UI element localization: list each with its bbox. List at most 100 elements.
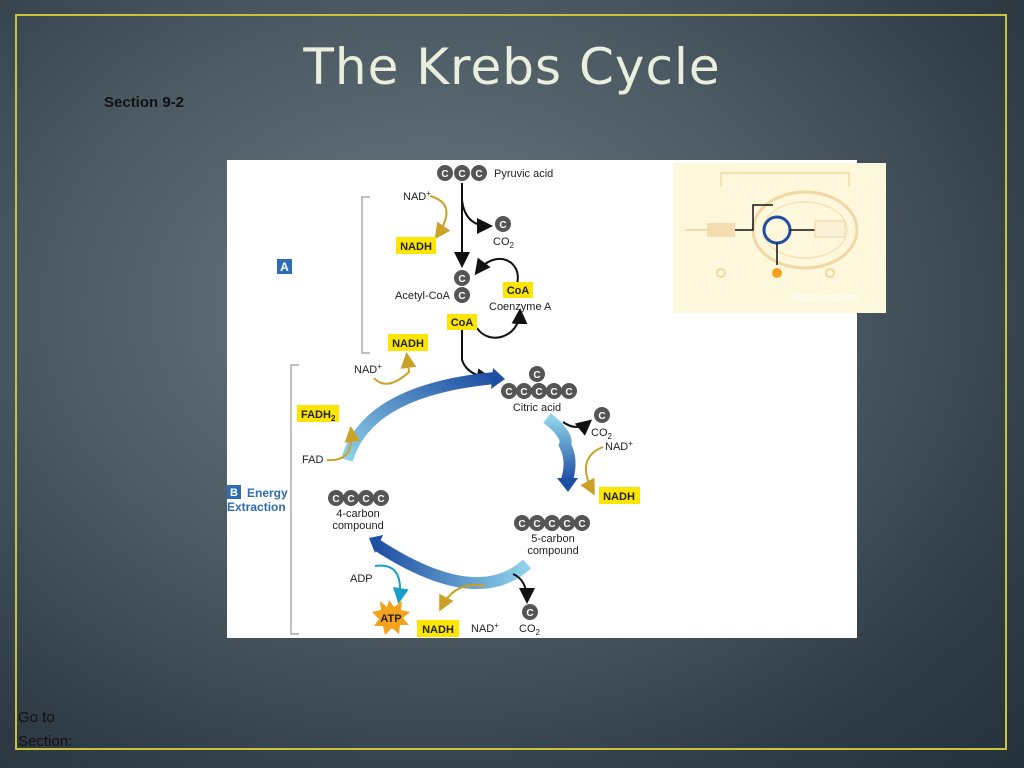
cycle-arc-top-left [341, 372, 496, 462]
mito-cycle-icon [762, 215, 792, 245]
arrow-co2-release-1 [461, 199, 493, 234]
svg-text:C: C [475, 169, 482, 180]
svg-text:C: C [518, 519, 525, 530]
svg-text:C: C [505, 387, 512, 398]
krebs-cycle-diagram: A B Energy Extraction C C C Pyruvic acid… [227, 165, 640, 637]
pyruvic-acid-carbons: C C C [437, 165, 487, 181]
arrow-co2-release-2 [562, 419, 593, 436]
label-a: A [280, 260, 289, 274]
co2-carbon-3 [522, 604, 538, 620]
cycle-arc-right [543, 413, 576, 482]
fadh2-label: FADH2 [301, 409, 336, 423]
nadh-label-3: NADH [603, 491, 635, 503]
nad-plus-label-3: NAD+ [605, 439, 633, 453]
svg-text:C: C [499, 220, 506, 231]
svg-text:C: C [526, 608, 533, 619]
nadh-box-4 [417, 620, 459, 637]
five-carbon-label-1: 5-carbon [531, 533, 574, 545]
label-b-box [227, 485, 241, 499]
svg-text:C: C [548, 519, 555, 530]
coa-loop-arrow-bottom [476, 308, 528, 339]
gold-arrow-fadh2 [326, 426, 361, 462]
svg-text:C: C [533, 519, 540, 530]
five-carbon-label-2: compound [527, 545, 578, 557]
svg-text:C: C [563, 519, 570, 530]
coa-box-left [447, 314, 477, 330]
arrow-co2-release-3 [512, 573, 535, 604]
atp-burst [372, 600, 410, 635]
coa-loop-arrow-top [474, 257, 519, 285]
nadh-label-4: NADH [422, 624, 454, 636]
nadh-box-2 [388, 334, 428, 351]
nadh-label-2: NADH [392, 338, 424, 350]
nad-plus-label-4: NAD+ [471, 621, 499, 635]
cycle-arrowhead-bottom [369, 535, 383, 553]
svg-text:C: C [598, 411, 605, 422]
four-carbon-label-1: 4-carbon [336, 508, 379, 520]
pyruvic-acid-label: Pyruvic acid [494, 168, 553, 180]
cycle-arrowhead-right [557, 478, 578, 492]
mitochondrion-label: Mitochondrion [790, 292, 859, 304]
label-a-box [277, 259, 292, 274]
coa-box-right [503, 282, 533, 298]
mitochondrion-illustration: Mitochondrion [685, 172, 860, 304]
extraction-label: Extraction [227, 500, 286, 514]
nadh-label-1: NADH [400, 241, 432, 253]
fad-label: FAD [302, 454, 323, 466]
mitochondrion-inset: Mitochondrion [673, 163, 886, 313]
svg-text:C: C [533, 370, 540, 381]
arrow-into-citric [461, 330, 493, 385]
svg-text:C: C [578, 519, 585, 530]
bracket-a [361, 196, 370, 354]
svg-text:C: C [458, 274, 465, 285]
fadh2-box [297, 405, 339, 422]
adp-label: ADP [350, 573, 373, 585]
svg-text:C: C [377, 494, 384, 505]
co2-carbon-1 [495, 216, 511, 232]
cycle-arrowhead-top [491, 368, 505, 389]
co2-label-2: CO2 [591, 427, 613, 441]
coa-label-left: CoA [451, 317, 474, 329]
svg-text:C: C [458, 169, 465, 180]
nad-plus-label-1: NAD+ [403, 189, 431, 203]
coa-label-right: CoA [507, 285, 530, 297]
svg-text:C: C [332, 494, 339, 505]
mito-atp-icon [772, 268, 782, 278]
four-carbon-carbons: C C C C [328, 490, 389, 506]
co2-carbon-2 [594, 407, 610, 423]
acetyl-carbon-2 [454, 287, 470, 303]
gold-arrow-nadh-3 [580, 446, 604, 496]
svg-text:C: C [441, 169, 448, 180]
citric-acid-label: Citric acid [513, 402, 561, 414]
co2-label-3: CO2 [519, 623, 541, 637]
nadh-box-3 [599, 487, 640, 504]
gold-arrow-nadh-2 [373, 352, 417, 385]
four-carbon-label-2: compound [332, 520, 383, 532]
section-label: Section 9-2 [104, 94, 185, 111]
label-b: B [230, 487, 238, 499]
bracket-b [290, 364, 299, 635]
acetyl-carbon-1 [454, 270, 470, 286]
svg-text:C: C [550, 387, 557, 398]
go-to-section-link[interactable]: Go to Section: [18, 709, 73, 750]
acetyl-coa-label: Acetyl-CoA [395, 290, 451, 302]
energy-label: Energy [247, 486, 288, 500]
svg-text:C: C [520, 387, 527, 398]
gold-arrow-nadh-4 [439, 584, 486, 612]
svg-text:C: C [347, 494, 354, 505]
atp-label: ATP [380, 613, 401, 625]
svg-text:C: C [535, 387, 542, 398]
slide-title: The Krebs Cycle [303, 38, 721, 96]
nad-plus-label-2: NAD+ [354, 362, 382, 376]
co2-label-1: CO2 [493, 236, 515, 250]
nadh-box-1 [396, 237, 436, 254]
citric-acid-carbons: C C C C C C [501, 366, 577, 399]
svg-text:C: C [565, 387, 572, 398]
coenzyme-a-label: Coenzyme A [489, 301, 552, 313]
teal-arrow-atp [374, 564, 409, 604]
slide-frame [15, 14, 1007, 750]
svg-text:C: C [458, 291, 465, 302]
five-carbon-carbons: C C C C C [514, 515, 590, 531]
cycle-arc-bottom [373, 539, 532, 590]
svg-text:C: C [362, 494, 369, 505]
